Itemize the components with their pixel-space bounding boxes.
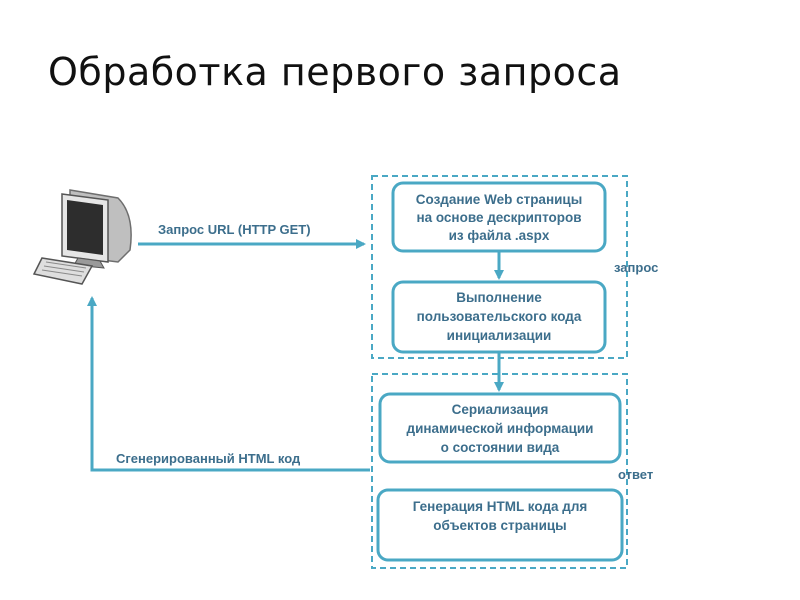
step-box-init-code: Выполнение пользовательского кода инициа… [391, 280, 607, 354]
request-group-label: запрос [614, 260, 658, 275]
step-4-line-2: объектов страницы [433, 518, 566, 533]
step-3-line-1: Сериализация [452, 402, 549, 417]
step-1-line-1: Создание Web страницы [416, 192, 582, 207]
step-2-line-1: Выполнение [456, 290, 542, 305]
step-2-line-3: инициализации [447, 328, 552, 343]
response-label: Сгенерированный HTML код [116, 451, 301, 466]
step-1-line-3: из файла .aspx [449, 228, 550, 243]
step-box-serialize-state: Сериализация динамической информации о с… [378, 392, 622, 464]
page-title: Обработка первого запроса [48, 50, 622, 94]
computer-icon [32, 189, 132, 285]
response-arrow [87, 296, 370, 472]
request-label: Запрос URL (HTTP GET) [158, 222, 311, 237]
step-3-line-2: динамической информации [407, 421, 594, 436]
response-group-frame [371, 373, 628, 569]
step-2-line-2: пользовательского кода [417, 309, 582, 324]
step-3-line-3: о состоянии вида [441, 440, 560, 455]
step-1-line-2: на основе дескрипторов [416, 210, 581, 225]
step-4-line-1: Генерация HTML кода для [413, 499, 588, 514]
step-box-create-page: Создание Web страницы на основе дескрипт… [391, 181, 607, 253]
response-group-label: ответ [618, 467, 653, 482]
step-box-generate-html: Генерация HTML кода для объектов страниц… [376, 488, 624, 562]
